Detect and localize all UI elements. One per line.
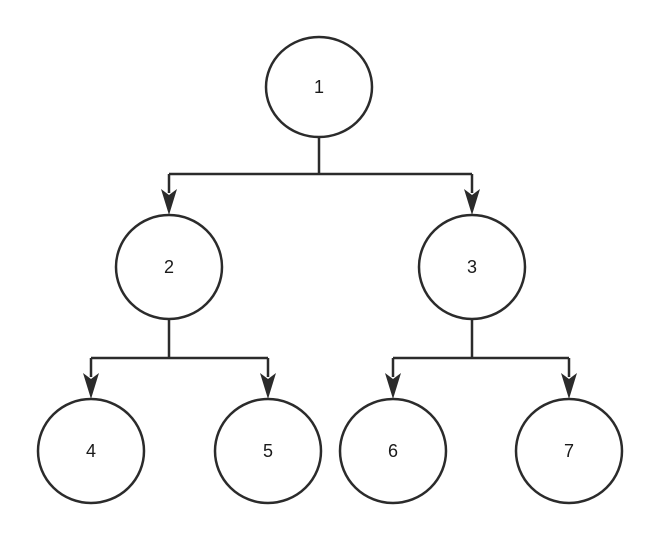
arrowhead-5-icon: [260, 373, 276, 399]
tree-node-5: 5: [213, 397, 323, 505]
arrowhead-4-icon: [83, 373, 99, 399]
node-circle-4: [36, 397, 146, 505]
node-label-5: 5: [263, 441, 273, 461]
node-label-4: 4: [86, 441, 96, 461]
edges-layer: [83, 137, 577, 399]
tree-node-2: 2: [114, 213, 224, 321]
tree-node-3: 3: [417, 213, 527, 321]
node-circle-5: [213, 397, 323, 505]
node-circle-2: [114, 213, 224, 321]
node-circle-1: [264, 35, 374, 139]
arrowhead-6-icon: [385, 373, 401, 399]
arrowhead-7-icon: [561, 373, 577, 399]
arrowhead-3-icon: [464, 189, 480, 215]
node-label-6: 6: [388, 441, 398, 461]
tree-node-7: 7: [514, 397, 624, 505]
nodes-layer: 1 2 3 4 5 6 7: [36, 35, 624, 505]
node-label-7: 7: [564, 441, 574, 461]
arrowhead-2-icon: [161, 189, 177, 215]
tree-node-6: 6: [338, 397, 448, 505]
node-circle-7: [514, 397, 624, 505]
node-label-2: 2: [164, 257, 174, 277]
node-circle-6: [338, 397, 448, 505]
node-label-1: 1: [314, 77, 324, 97]
node-circle-3: [417, 213, 527, 321]
node-label-3: 3: [467, 257, 477, 277]
tree-node-1: 1: [264, 35, 374, 139]
tree-node-4: 4: [36, 397, 146, 505]
